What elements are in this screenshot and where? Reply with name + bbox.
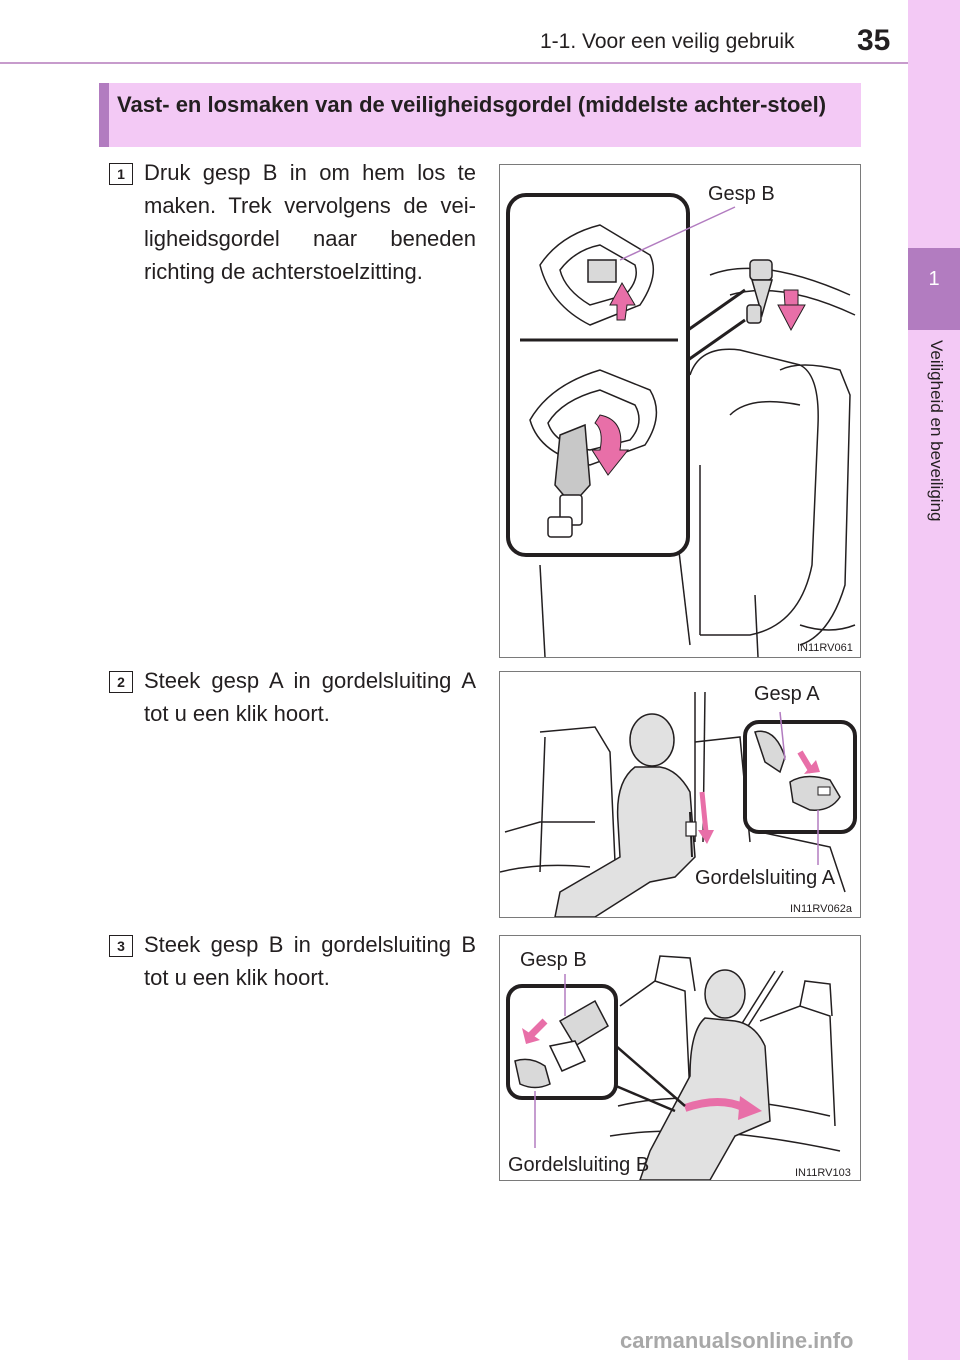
figure-step-3: Gesp B Gordelsluiting B IN11RV103 — [499, 935, 861, 1181]
header-divider — [0, 62, 908, 64]
figure-3-label-gesp-b: Gesp B — [520, 949, 587, 971]
page-number: 35 — [857, 24, 891, 57]
section-heading-box: Vast- en losmaken van de veiligheidsgord… — [99, 83, 861, 147]
step-text-1: Druk gesp B in om hem los te maken. Trek… — [144, 160, 476, 284]
figure-3-illustration: Gesp B Gordelsluiting B IN11RV103 — [506, 949, 851, 1180]
figure-2-label-gordelsluiting-a: Gordelsluiting A — [695, 867, 836, 889]
figure-2-illustration: Gesp A Gordelsluiting A IN11RV062a — [500, 683, 857, 917]
figure-2-label-gesp-a: Gesp A — [754, 683, 820, 705]
chapter-number: 1 — [928, 268, 940, 290]
chapter-side-tab: 1 Veiligheid en beveiliging — [908, 0, 960, 1360]
figure-1-label-gesp-b: Gesp B — [708, 183, 775, 205]
step-text-3: Steek gesp B in gordelsluiting B tot u e… — [144, 932, 476, 990]
section-heading: Vast- en losmaken van de veiligheidsgord… — [117, 92, 827, 117]
figure-3-code: IN11RV103 — [795, 1167, 851, 1179]
figure-1-illustration: Gesp B IN11RV061 — [506, 183, 856, 657]
chapter-number-box — [908, 248, 960, 330]
step-text-2: Steek gesp A in gordelsluiting A tot u e… — [144, 668, 476, 726]
chapter-label: Veiligheid en beveiliging — [927, 340, 946, 522]
watermark: carmanualsonline.info — [620, 1328, 854, 1353]
figure-3-label-gordelsluiting-b: Gordelsluiting B — [508, 1154, 649, 1176]
figure-step-2: Gesp A Gordelsluiting A IN11RV062a — [499, 671, 861, 918]
step-number-1: 1 — [109, 163, 133, 185]
figure-step-1: Gesp B IN11RV061 — [499, 164, 861, 658]
figure-1-code: IN11RV061 — [797, 642, 853, 654]
header-section-title: 1-1. Voor een veilig gebruik — [540, 30, 795, 53]
step-number-3: 3 — [109, 935, 133, 957]
figure-2-code: IN11RV062a — [790, 903, 853, 915]
step-number-2: 2 — [109, 671, 133, 693]
